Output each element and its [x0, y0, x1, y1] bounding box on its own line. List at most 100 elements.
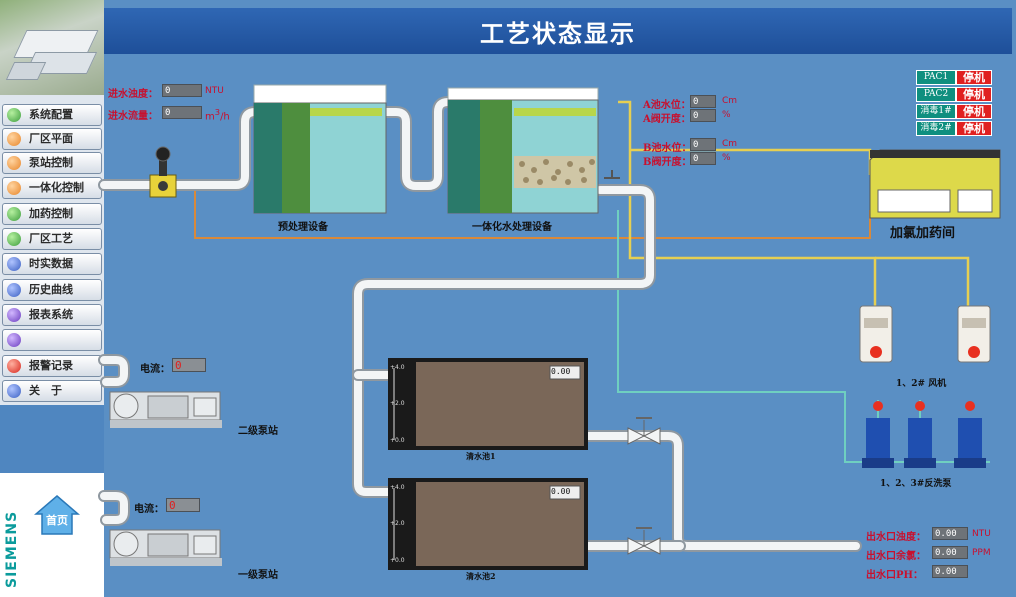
blue-dot-icon [7, 283, 21, 297]
backwash-pumps-label: 1、2、3#反洗泵 [880, 479, 952, 489]
a-valve-label: A阀开度： [643, 114, 691, 125]
clear-water-tank-2 [388, 478, 588, 570]
backwash-line [617, 210, 990, 463]
status-pac1-state[interactable]: 停机 [956, 70, 992, 85]
clear-water-tank-1 [388, 358, 588, 450]
status-pac2-state[interactable]: 停机 [956, 87, 992, 102]
tank-2-scale-top: +4.0 [390, 484, 405, 491]
tank-2-scale-bottom: +0.0 [390, 557, 405, 564]
purple-dot-icon [7, 308, 21, 322]
inlet-turbidity-value: 0 [162, 84, 202, 97]
p1-current-value: 0 [166, 498, 200, 512]
purple-dot-icon [7, 333, 21, 347]
blowers-label: 1、2# 风机 [896, 379, 947, 389]
nav-pump-control-button[interactable]: 泵站控制 [2, 152, 102, 174]
nav-history-curve-button[interactable]: 历史曲线 [2, 279, 102, 301]
p2-current-value: 0 [172, 358, 206, 372]
tank-1-label: 清水池1 [466, 451, 496, 461]
p1-current-label: 电流： [134, 504, 164, 515]
main-pipes [98, 96, 862, 552]
inlet-flow-unit: m3/h [205, 107, 230, 123]
status-disinfect1-state[interactable]: 停机 [956, 104, 992, 119]
tank-2-level-value: 0.00 [551, 487, 571, 496]
inlet-flow-value: 0 [162, 106, 202, 119]
tank-2-label: 清水池2 [466, 571, 496, 581]
pump-station-1-label: 一级泵站 [238, 570, 278, 581]
status-pac1-name: PAC1 [916, 70, 956, 85]
integrated-treatment-tank [447, 87, 620, 214]
blue-dot-icon [7, 384, 21, 398]
a-valve-value: 0 [690, 109, 716, 122]
status-disinfect2-state[interactable]: 停机 [956, 121, 992, 136]
inlet-turbidity-unit: NTU [205, 86, 224, 96]
tank-2-scale-mid: +2.0 [390, 520, 405, 527]
b-valve-value: 0 [690, 152, 716, 165]
page-title: 工艺状态显示 [480, 19, 636, 48]
outlet-turbidity-value: 0.00 [932, 527, 968, 540]
nav-dosing-control-button[interactable]: 加药控制 [2, 203, 102, 225]
b-valve-label: B阀开度： [643, 157, 692, 168]
a-level-unit: Cm [722, 96, 738, 106]
p2-current-label: 电流： [140, 364, 170, 375]
inlet-turbidity-label: 进水浊度： [108, 89, 158, 100]
blue-dot-icon [7, 257, 21, 271]
title-bar: 工艺状态显示 [104, 8, 1012, 54]
pump-station-1-pump [109, 529, 222, 566]
nav-about-button[interactable]: 关 于 [2, 380, 102, 402]
plant-thumbnail-image[interactable] [0, 0, 104, 95]
nav-system-config-button[interactable]: 系统配置 [2, 104, 102, 126]
integrated-label: 一体化水处理设备 [472, 222, 552, 233]
brand-area [0, 473, 104, 597]
outlet-turbidity-label: 出水口浊度： [866, 532, 926, 543]
outlet-turbidity-unit: NTU [972, 529, 991, 539]
b-level-value: 0 [690, 138, 716, 151]
pump-station-2-label: 二级泵站 [238, 426, 278, 437]
nav-integrated-control-button[interactable]: 一体化控制 [2, 177, 102, 199]
backwash-pumps [862, 401, 986, 468]
nav-plant-plan-button[interactable]: 厂区平面 [2, 128, 102, 150]
green-dot-icon [7, 232, 21, 246]
tank-1-scale-bottom: +0.0 [390, 437, 405, 444]
a-valve-unit: % [722, 110, 731, 120]
nav-blank-button[interactable] [2, 329, 102, 351]
tank-1-scale-mid: +2.0 [390, 400, 405, 407]
home-button[interactable]: 首页 [33, 494, 81, 536]
nav-report-system-button[interactable]: 报表系统 [2, 304, 102, 326]
nav-alarm-record-button[interactable]: 报警记录 [2, 355, 102, 377]
nav-realtime-data-button[interactable]: 时实数据 [2, 253, 102, 275]
dosing-line [194, 188, 871, 239]
b-level-unit: Cm [722, 139, 738, 149]
chlorination-room-label: 加氯加药间 [890, 226, 956, 241]
status-disinfect2-name: 消毒2# [916, 121, 956, 136]
green-dot-icon [7, 108, 21, 122]
status-pac2-name: PAC2 [916, 87, 956, 102]
pretreatment-tank [253, 84, 387, 214]
chlorination-room-building [869, 149, 1001, 219]
outlet-ph-label: 出水口PH： [866, 570, 923, 581]
blower-1 [859, 305, 893, 363]
pretreatment-label: 预处理设备 [278, 222, 328, 233]
pump-station-2-pump [109, 391, 222, 428]
blower-2 [957, 305, 991, 363]
inlet-flow-label: 进水流量： [108, 111, 158, 122]
flowmeter-icon [149, 146, 177, 198]
outlet-chlorine-label: 出水口余氯： [866, 551, 926, 562]
green-dot-icon [7, 207, 21, 221]
orange-dot-icon [7, 156, 21, 170]
orange-dot-icon [7, 132, 21, 146]
red-dot-icon [7, 359, 21, 373]
a-level-value: 0 [690, 95, 716, 108]
status-disinfect1-name: 消毒1# [916, 104, 956, 119]
outlet-chlorine-unit: PPM [972, 548, 991, 558]
b-valve-unit: % [722, 153, 731, 163]
nav-plant-process-button[interactable]: 厂区工艺 [2, 228, 102, 250]
home-icon [33, 495, 81, 535]
orange-dot-icon [7, 181, 21, 195]
tank-1-level-value: 0.00 [551, 367, 571, 376]
outlet-chlorine-value: 0.00 [932, 546, 968, 559]
tank-1-scale-top: +4.0 [390, 364, 405, 371]
a-level-label: A池水位： [643, 100, 691, 111]
outlet-ph-value: 0.00 [932, 565, 968, 578]
left-panel-spacer [0, 405, 104, 473]
home-label: 首页 [46, 514, 68, 527]
